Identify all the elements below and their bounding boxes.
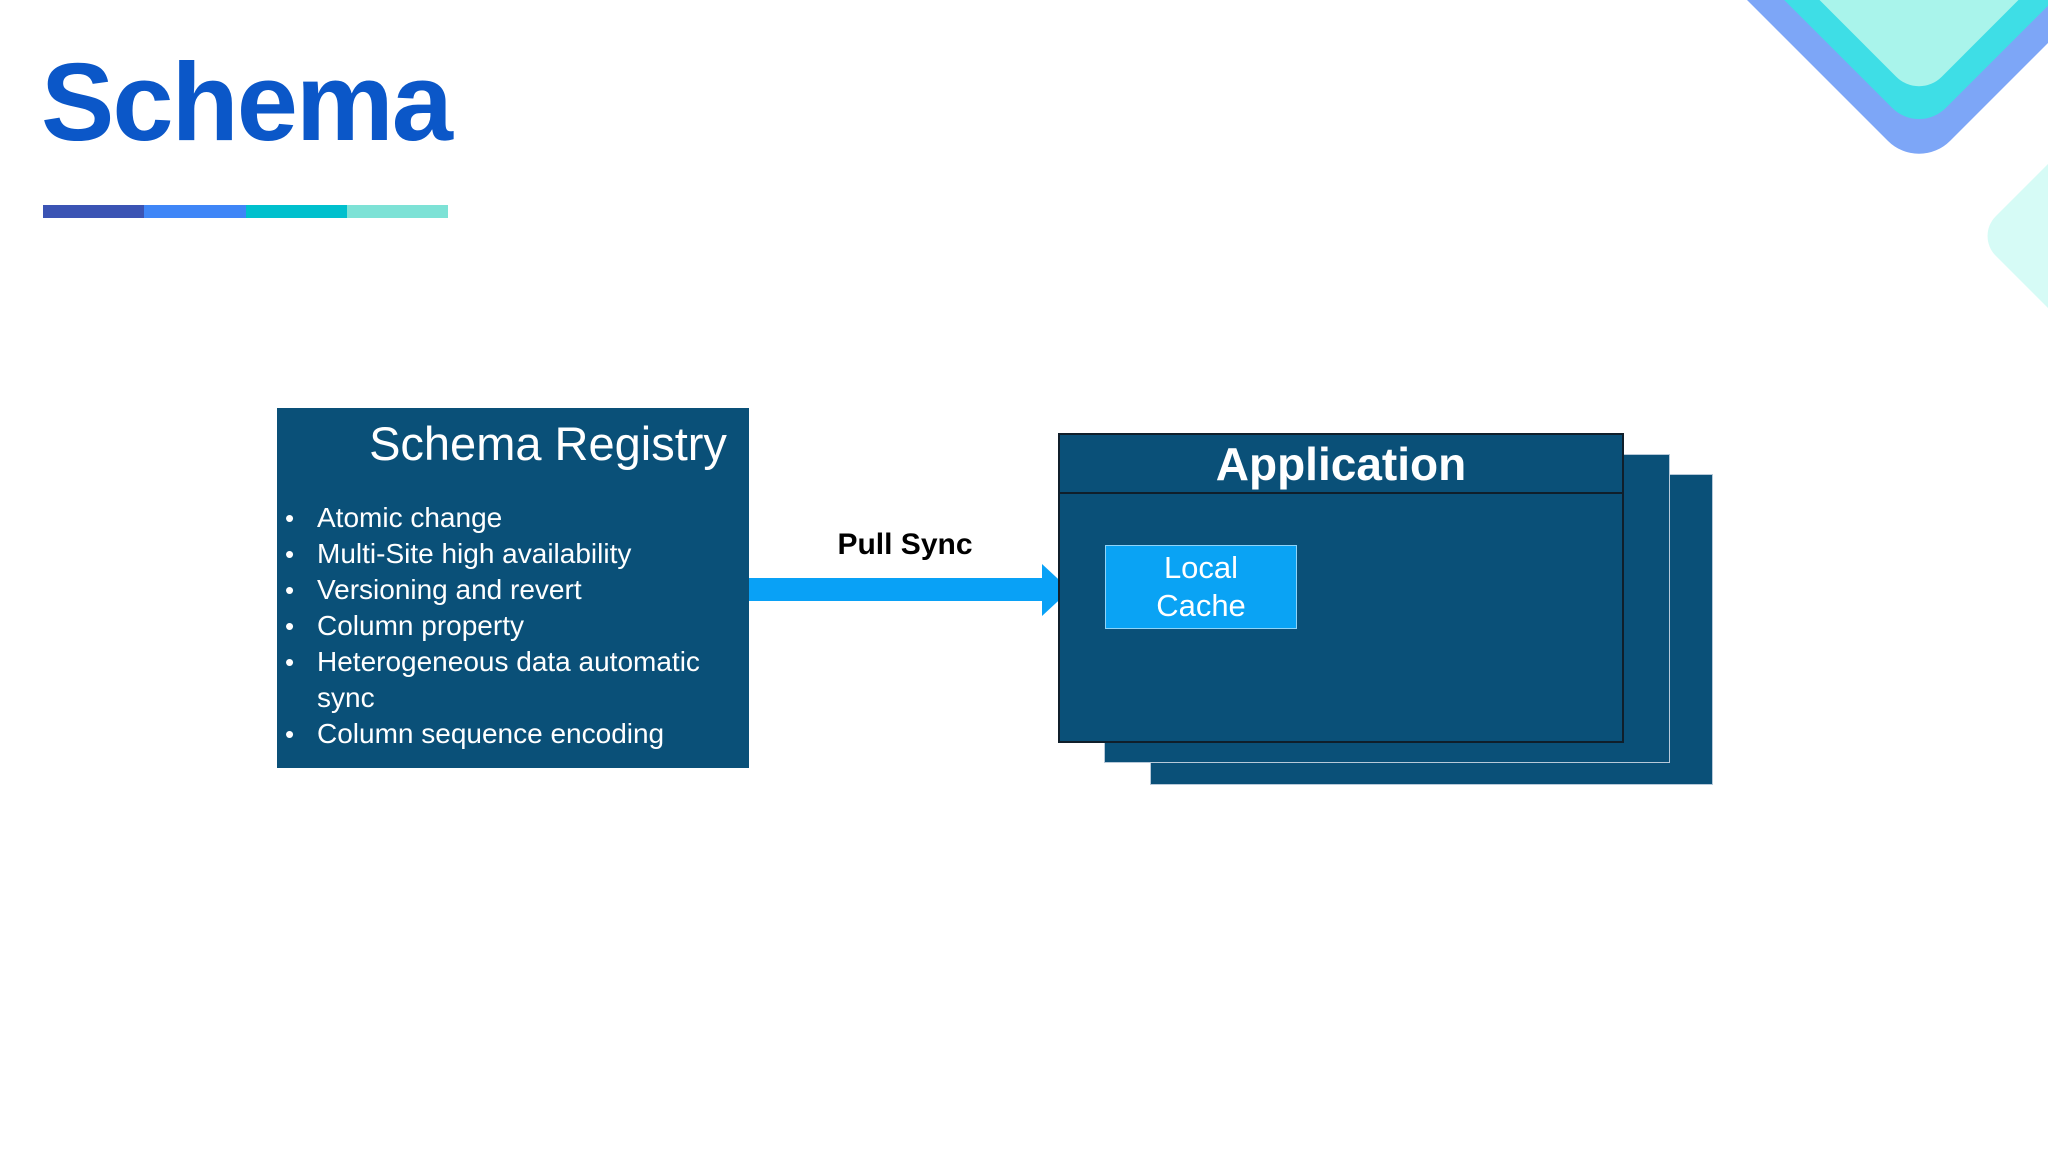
accent-bar-segment-3 bbox=[245, 205, 347, 218]
feature-item: Column property bbox=[277, 608, 741, 644]
feature-item: Multi-Site high availability bbox=[277, 536, 741, 572]
corner-diamond-small bbox=[1975, 71, 2048, 401]
accent-bar-segment-4 bbox=[346, 205, 448, 218]
accent-bar-segment-2 bbox=[144, 205, 246, 218]
accent-bar-segment-1 bbox=[43, 205, 145, 218]
schema-registry-title: Schema Registry bbox=[369, 417, 727, 470]
schema-registry-box: Schema Registry Atomic change Multi-Site… bbox=[277, 408, 749, 768]
local-cache-label-line: Local bbox=[1163, 550, 1239, 585]
page-title: Schema bbox=[41, 41, 453, 164]
feature-item: Versioning and revert bbox=[277, 572, 741, 608]
schema-registry-feature-list: Atomic change Multi-Site high availabili… bbox=[277, 500, 749, 752]
application-stack: Application Local Cache bbox=[1058, 433, 1718, 789]
sync-arrow-shaft bbox=[749, 578, 1042, 601]
feature-item: Heterogeneous data automatic sync bbox=[277, 644, 741, 716]
application-header: Application bbox=[1060, 435, 1622, 494]
local-cache-box: Local Cache bbox=[1105, 545, 1297, 629]
pull-sync-label: Pull Sync bbox=[837, 528, 973, 561]
feature-item: Atomic change bbox=[277, 500, 741, 536]
accent-bar bbox=[43, 205, 448, 218]
local-cache-label-line: Cache bbox=[1156, 588, 1246, 623]
feature-item: Column sequence encoding bbox=[277, 716, 741, 752]
application-title: Application bbox=[1215, 437, 1467, 490]
application-box-front: Application Local Cache bbox=[1058, 433, 1624, 743]
